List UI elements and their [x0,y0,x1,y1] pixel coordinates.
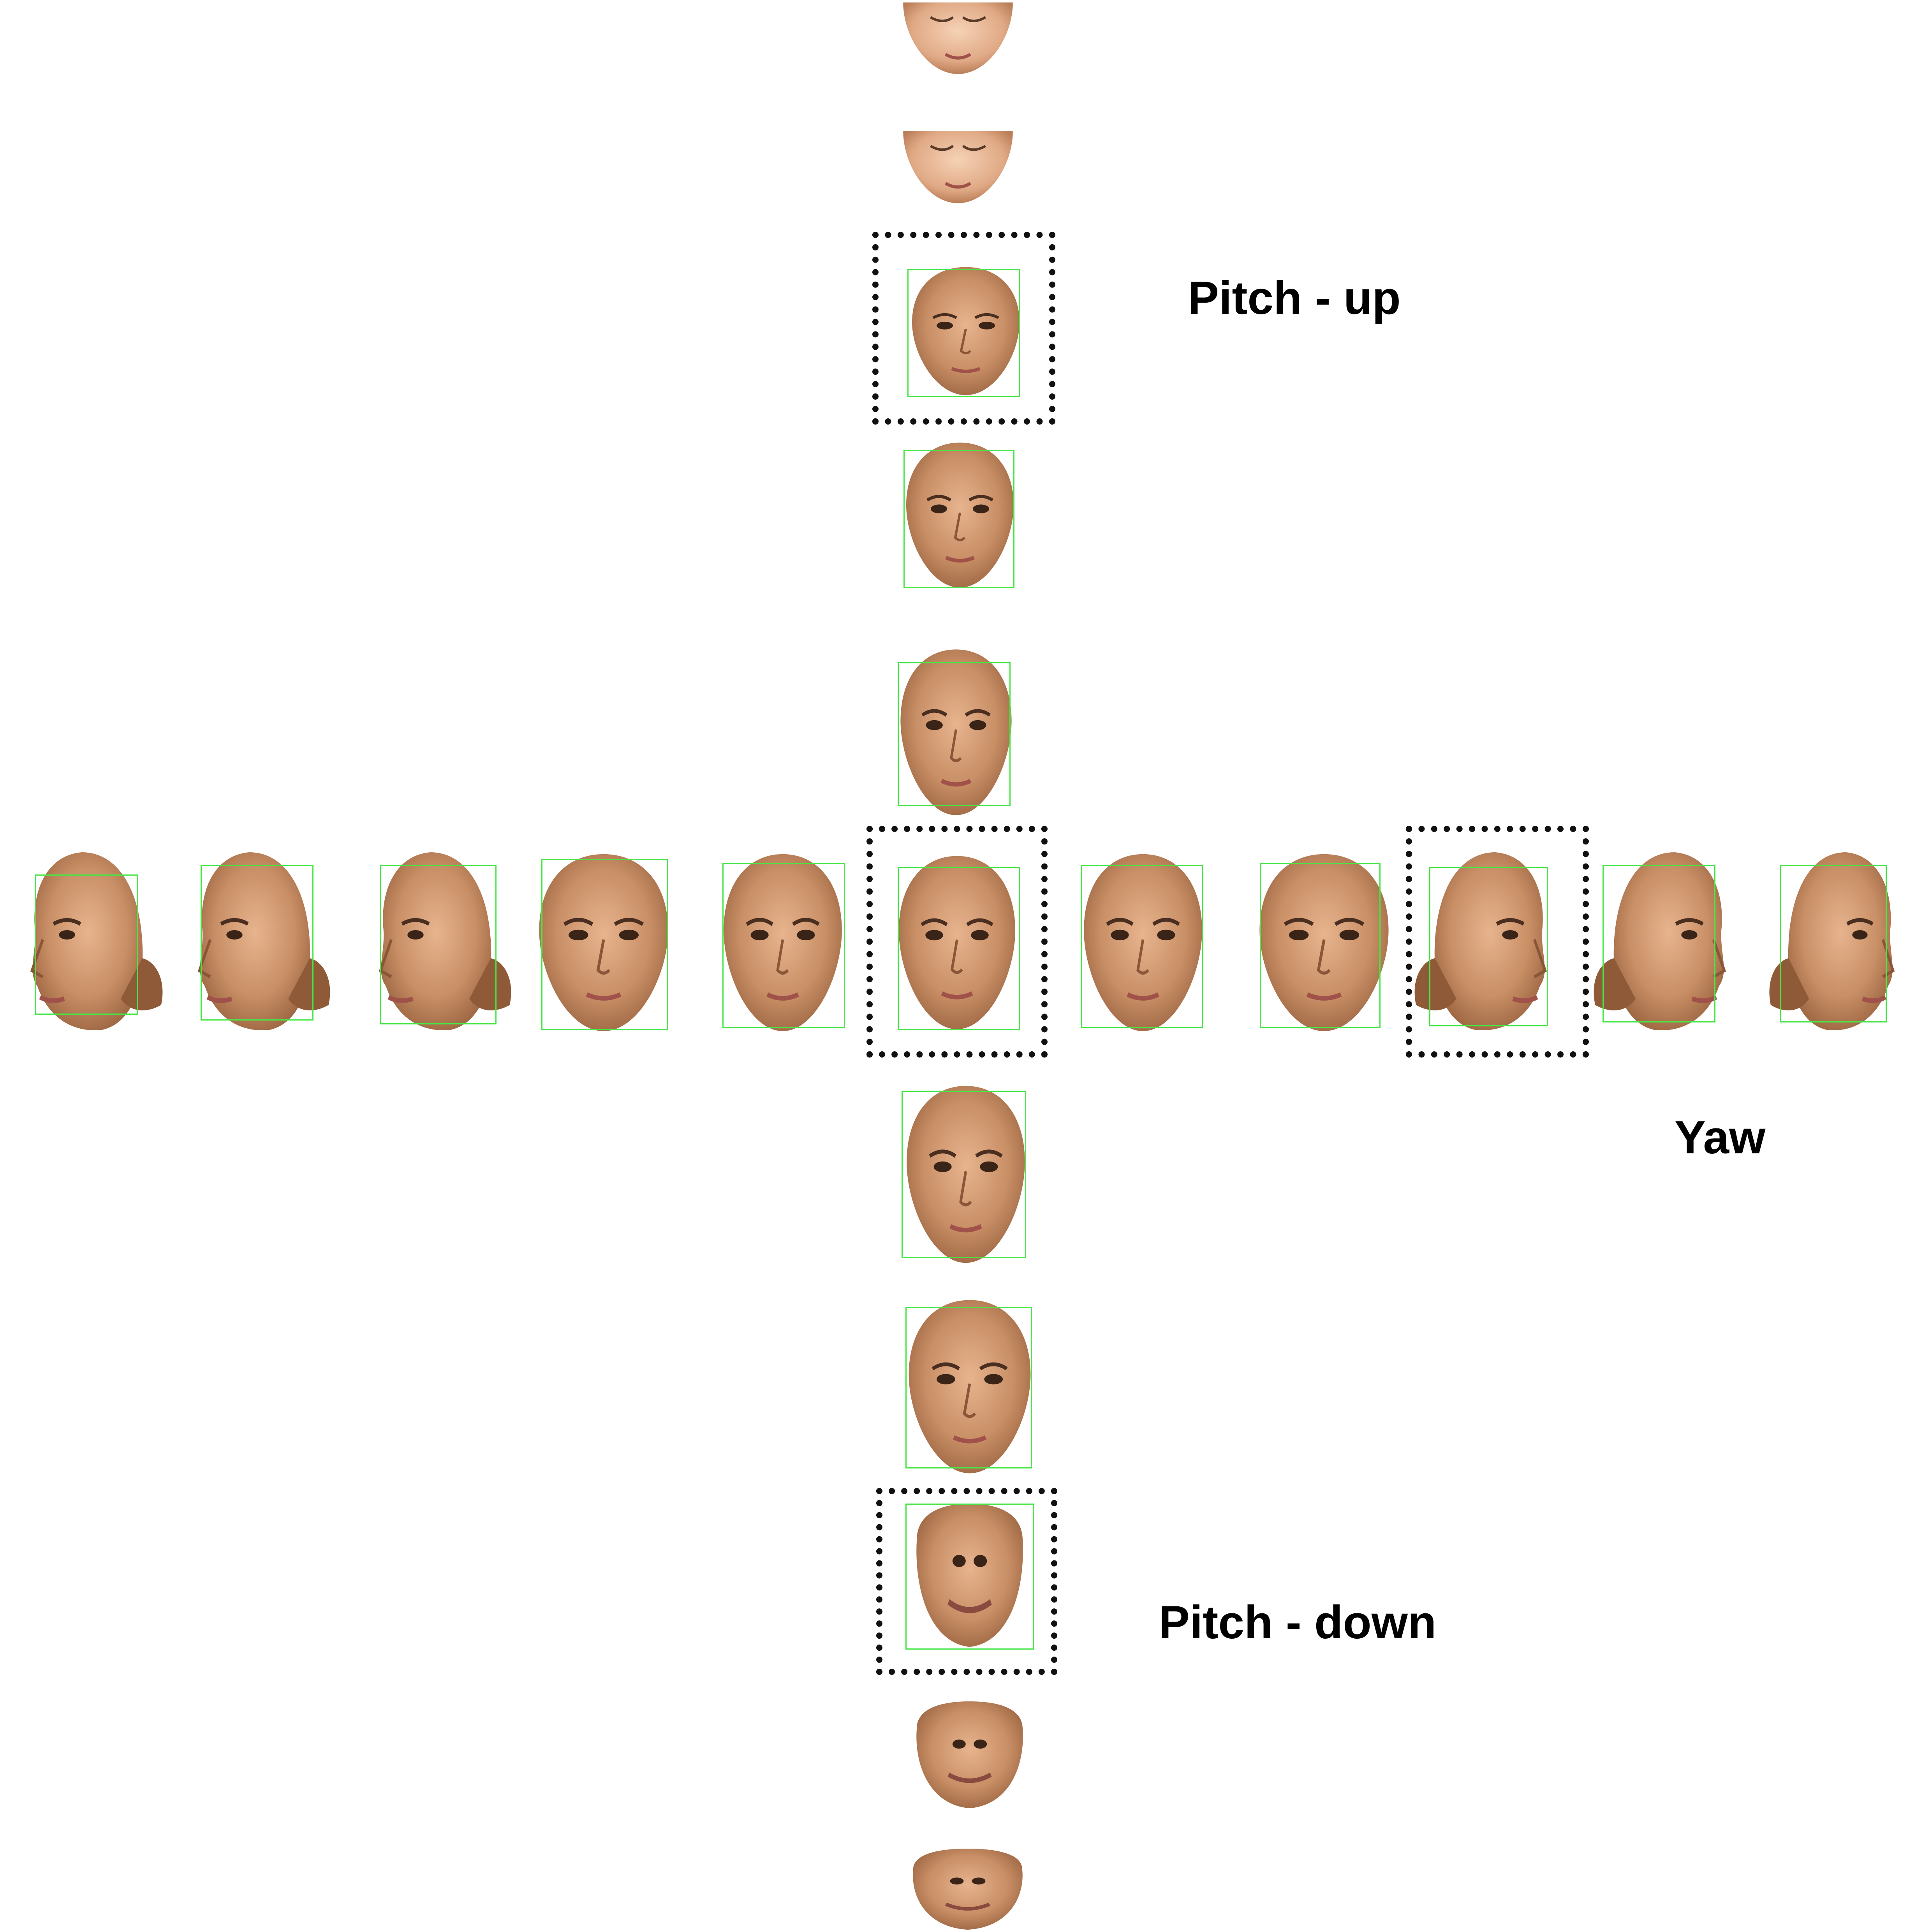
face-frontal-selected [894,853,1020,1032]
face-image [903,1297,1036,1476]
face-yaw-right-4 [1601,849,1749,1036]
face-image [902,440,1018,590]
face-image [1079,851,1207,1034]
face-image [356,849,504,1036]
face-image [902,1083,1030,1266]
face-pitch-down-slight [902,1083,1030,1266]
face-image [1254,851,1394,1034]
face-yaw-left-5 [8,849,156,1036]
face-image [896,129,1020,218]
face-pitch-up-slight [896,647,1016,818]
face-yaw-left-4 [175,849,323,1036]
face-image [1776,849,1916,1036]
face-image [175,849,323,1036]
label-pitch-down: Pitch - down [1159,1596,1437,1648]
face-pitch-up-mild [902,440,1018,590]
face-pitch-down-2 [903,1698,1036,1811]
face-image [907,265,1024,397]
face-yaw-left-2 [534,851,674,1034]
face-image [903,1698,1036,1811]
label-yaw: Yaw [1675,1111,1766,1163]
face-image [903,1500,1036,1663]
face-image [718,851,847,1034]
face-yaw-right-1 [1079,851,1207,1034]
face-yaw-right-2 [1254,851,1394,1034]
face-yaw-right-3-selected [1421,849,1569,1036]
face-yaw-left-3 [356,849,504,1036]
face-pitch-down-mild [903,1297,1036,1476]
face-pitch-up-selected [907,265,1024,397]
label-pitch-up: Pitch - up [1188,272,1401,324]
face-pitch-down-selected [903,1500,1036,1663]
face-image [1601,849,1749,1036]
face-image [896,0,1020,74]
face-image [8,849,156,1036]
face-pitch-down-extreme [900,1846,1036,1932]
face-yaw-right-5 [1776,849,1916,1036]
face-yaw-left-1 [718,851,847,1034]
face-pitch-up-2 [896,129,1020,218]
face-image [534,851,674,1034]
face-pitch-up-extreme [896,0,1020,74]
face-image [894,853,1020,1032]
face-image [896,647,1016,818]
face-image [900,1846,1036,1932]
face-image [1421,849,1569,1036]
